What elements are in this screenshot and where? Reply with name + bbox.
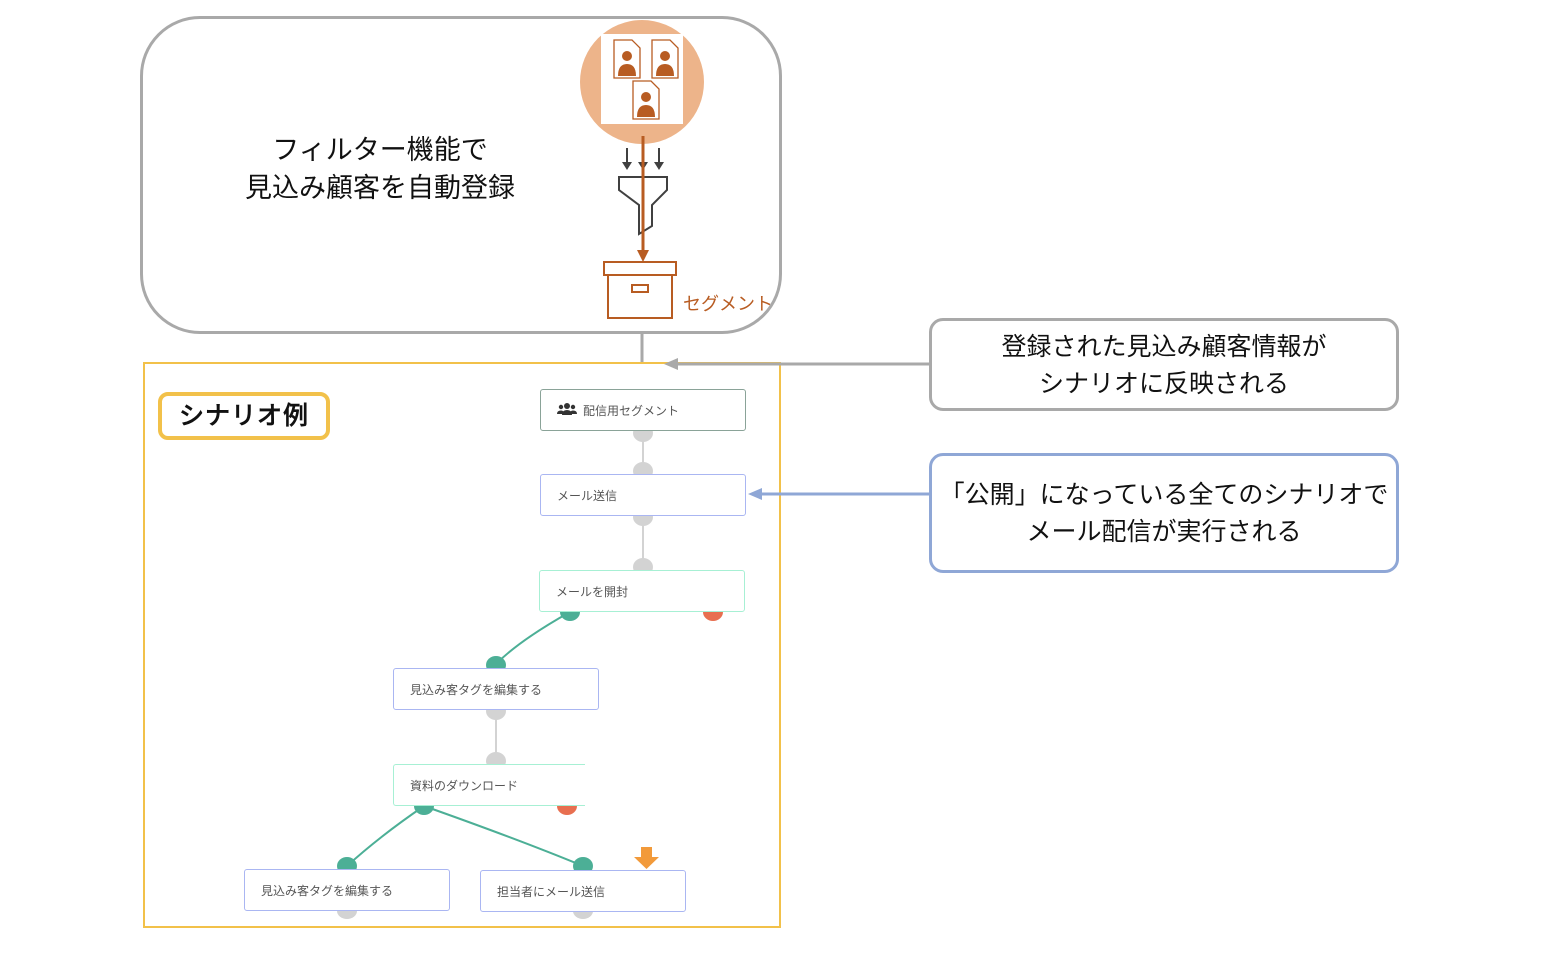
node-edit-tag-1[interactable]: 見込み客タグを編集する — [393, 668, 599, 710]
registered-callout-arrowhead — [664, 358, 678, 370]
registered-callout: 登録された見込み顧客情報が シナリオに反映される — [929, 318, 1399, 411]
node-label: 配信用セグメント — [583, 403, 680, 418]
node-delivery-segment[interactable]: 配信用セグメント — [540, 389, 746, 431]
inflow-arrows-icon — [622, 148, 664, 170]
node-label: 見込み客タグを編集する — [261, 883, 394, 898]
published-callout-line1: 「公開」になっている全てのシナリオで — [939, 480, 1389, 509]
drop-marker-arrow-icon — [634, 847, 659, 869]
node-notify-staff[interactable]: 担当者にメール送信 — [480, 870, 686, 912]
segment-box-icon — [603, 261, 677, 319]
published-callout-arrowhead — [748, 488, 762, 500]
node-send-mail[interactable]: メール送信 — [540, 474, 746, 516]
node-label: メール送信 — [557, 488, 618, 503]
segment-label: セグメント — [683, 294, 773, 315]
registered-callout-line2: シナリオに反映される — [1038, 368, 1289, 398]
node-label: 見込み客タグを編集する — [410, 682, 543, 697]
node-open-mail[interactable]: メールを開封 — [539, 570, 745, 612]
users-icon — [557, 402, 579, 419]
published-callout: 「公開」になっている全てのシナリオで メール配信が実行される — [929, 453, 1399, 573]
scenario-label: シナリオ例 — [158, 392, 330, 440]
published-callout-line2: メール配信が実行される — [1026, 517, 1302, 546]
node-label: メールを開封 — [556, 584, 629, 599]
filter-caption-line2: 見込み顧客を自動登録 — [245, 173, 515, 204]
node-edit-tag-2[interactable]: 見込み客タグを編集する — [244, 869, 450, 911]
registered-callout-line1: 登録された見込み顧客情報が — [1001, 331, 1327, 361]
scenario-frame — [143, 362, 781, 928]
node-download[interactable]: 資料のダウンロード — [393, 764, 585, 806]
connector-download-yes-right — [423, 805, 584, 867]
filter-caption: フィルター機能で 見込み顧客を自動登録 — [150, 132, 610, 208]
filter-caption-line1: フィルター機能で — [272, 135, 488, 166]
flow-arrow-head — [637, 250, 649, 262]
node-label: 資料のダウンロード — [410, 778, 519, 793]
prospect-documents-icon — [613, 39, 679, 120]
node-label: 担当者にメール送信 — [497, 884, 606, 899]
